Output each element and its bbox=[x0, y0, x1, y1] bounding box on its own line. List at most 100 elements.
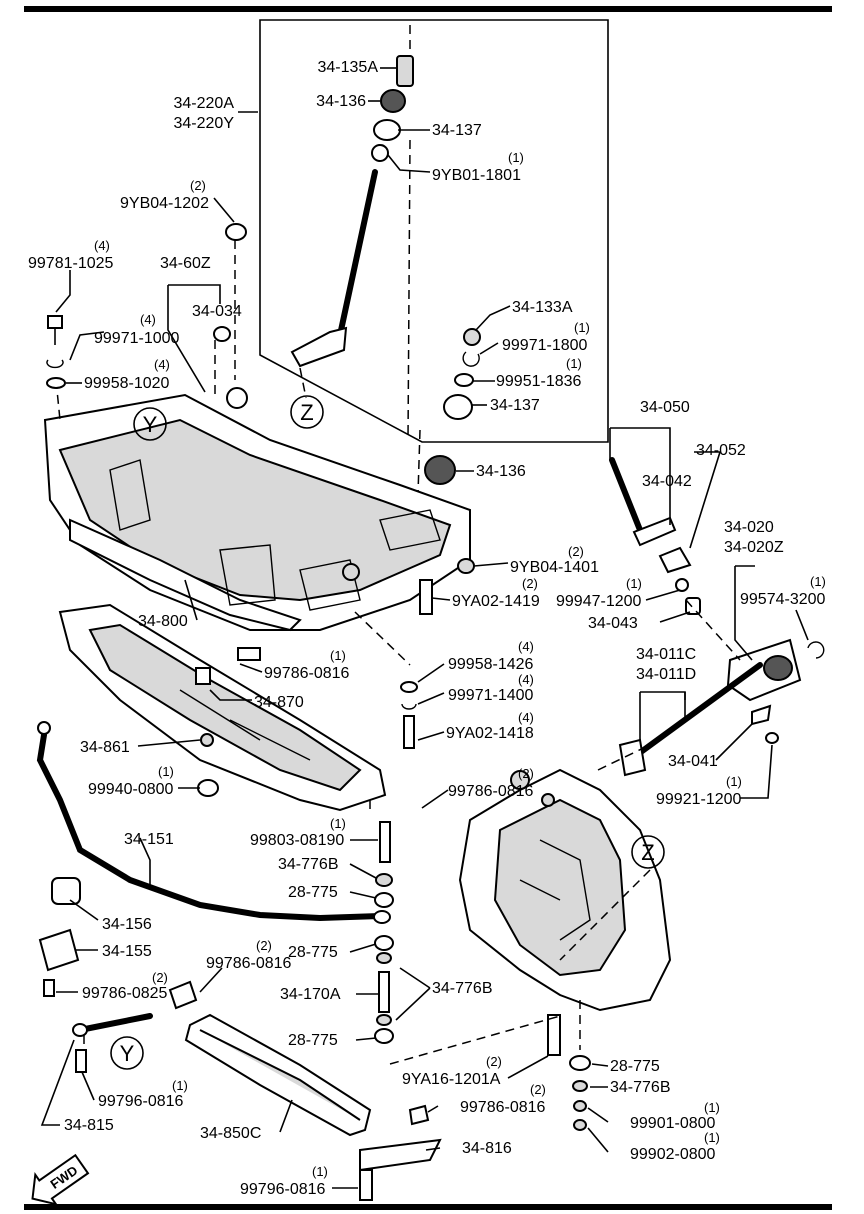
qty-99796-0816-a: (1) bbox=[172, 1078, 188, 1093]
qty-9YB04-1202: (2) bbox=[190, 178, 206, 193]
label-34-041: 34-041 bbox=[668, 753, 718, 770]
label-99786-0816-a: 99786-0816 bbox=[264, 665, 350, 682]
label-34-776B-c: 34-776B bbox=[610, 1079, 671, 1096]
label-99958-1426: 99958-1426 bbox=[448, 656, 534, 673]
label-34-776B-b: 34-776B bbox=[432, 980, 493, 997]
label-34-220Y: 34-220Y bbox=[174, 115, 235, 132]
label-34-133A: 34-133A bbox=[512, 299, 573, 316]
label-34-042: 34-042 bbox=[642, 473, 692, 490]
label-34-156: 34-156 bbox=[102, 916, 152, 933]
label-28-775-a: 28-775 bbox=[288, 884, 338, 901]
label-9YB04-1401: 9YB04-1401 bbox=[510, 559, 599, 576]
label-99947-1200: 99947-1200 bbox=[556, 593, 642, 610]
label-9YB04-1202: 9YB04-1202 bbox=[120, 195, 209, 212]
qty-99940-0800: (1) bbox=[158, 764, 174, 779]
label-99786-0816-c: 99786-0816 bbox=[206, 955, 292, 972]
qty-9YA02-1419: (2) bbox=[522, 576, 538, 591]
fwd-arrow-icon: FWD bbox=[31, 1153, 90, 1206]
label-34-137-top: 34-137 bbox=[432, 122, 482, 139]
qty-99803-08190: (1) bbox=[330, 816, 346, 831]
svg-text:Y: Y bbox=[120, 1041, 135, 1066]
label-99971-1400: 99971-1400 bbox=[448, 687, 534, 704]
qty-99971-1400: (4) bbox=[518, 672, 534, 687]
qty-99786-0816-d: (2) bbox=[530, 1082, 546, 1097]
label-9YA02-1418: 9YA02-1418 bbox=[446, 725, 534, 742]
callout-z-knuckle: Z bbox=[631, 835, 665, 869]
label-9YA16-1201A: 9YA16-1201A bbox=[402, 1071, 501, 1088]
qty-99947-1200: (1) bbox=[626, 576, 642, 591]
label-34-776B-a: 34-776B bbox=[278, 856, 339, 873]
label-34-60Z: 34-60Z bbox=[160, 255, 211, 272]
label-34-850C: 34-850C bbox=[200, 1125, 261, 1142]
label-99971-1800: 99971-1800 bbox=[502, 337, 588, 354]
label-99921-1200: 99921-1200 bbox=[656, 791, 742, 808]
label-99940-0800: 99940-0800 bbox=[88, 781, 174, 798]
label-99803-08190: 99803-08190 bbox=[250, 832, 344, 849]
qty-99786-0825: (2) bbox=[152, 970, 168, 985]
callout-y-bottom: Y bbox=[110, 1036, 144, 1070]
qty-99951-1836: (1) bbox=[566, 356, 582, 371]
guard-plate bbox=[184, 1013, 442, 1201]
label-99796-0816-b: 99796-0816 bbox=[240, 1181, 326, 1198]
part-labels: 34-135A 34-136 34-137 (1) 9YB01-1801 34-… bbox=[28, 59, 826, 1198]
qty-99796-0816-b: (1) bbox=[312, 1164, 328, 1179]
label-34-800: 34-800 bbox=[138, 613, 188, 630]
label-34-870: 34-870 bbox=[254, 694, 304, 711]
label-99786-0825: 99786-0825 bbox=[82, 985, 168, 1002]
label-34-050: 34-050 bbox=[640, 399, 690, 416]
label-99958-1020: 99958-1020 bbox=[84, 375, 170, 392]
qty-99902-0800: (1) bbox=[704, 1130, 720, 1145]
label-28-775-d: 28-775 bbox=[610, 1058, 660, 1075]
label-99951-1836: 99951-1836 bbox=[496, 373, 582, 390]
label-28-775-b: 28-775 bbox=[288, 944, 338, 961]
leader-lines bbox=[40, 67, 809, 1189]
label-34-011C: 34-011C bbox=[636, 646, 696, 663]
bottom-border bbox=[24, 1204, 832, 1210]
qty-99958-1426: (4) bbox=[518, 639, 534, 654]
label-28-775-c: 28-775 bbox=[288, 1032, 338, 1049]
steering-knuckle bbox=[458, 739, 672, 1012]
qty-99786-0816-a: (1) bbox=[330, 648, 346, 663]
label-34-136-top: 34-136 bbox=[316, 93, 366, 110]
skid-plate bbox=[58, 603, 387, 812]
label-34-052: 34-052 bbox=[696, 442, 746, 459]
svg-text:Z: Z bbox=[300, 400, 313, 425]
label-34-137-mid: 34-137 bbox=[490, 397, 540, 414]
qty-9YB01-1801: (1) bbox=[508, 150, 524, 165]
label-99781-1025: 99781-1025 bbox=[28, 255, 114, 272]
qty-99971-1800: (1) bbox=[574, 320, 590, 335]
label-34-020Z: 34-020Z bbox=[724, 539, 784, 556]
qty-99574-3200: (1) bbox=[810, 574, 826, 589]
label-99574-3200: 99574-3200 bbox=[740, 591, 826, 608]
idler-arm bbox=[609, 457, 825, 777]
label-99786-0816-d: 99786-0816 bbox=[460, 1099, 546, 1116]
qty-99786-0816-c: (2) bbox=[256, 938, 272, 953]
label-9YA02-1419: 9YA02-1419 bbox=[452, 593, 540, 610]
label-34-816: 34-816 bbox=[462, 1140, 512, 1157]
label-34-151: 34-151 bbox=[124, 831, 174, 848]
label-34-170A: 34-170A bbox=[280, 986, 341, 1003]
callout-z-top: Z bbox=[290, 395, 324, 429]
label-34-135A: 34-135A bbox=[318, 59, 379, 76]
qty-99958-1020: (4) bbox=[154, 357, 170, 372]
label-99796-0816-a: 99796-0816 bbox=[98, 1093, 184, 1110]
label-9YB01-1801: 9YB01-1801 bbox=[432, 167, 521, 184]
qty-9YA16-1201A: (2) bbox=[486, 1054, 502, 1069]
rod-assembly bbox=[290, 25, 481, 591]
label-99786-0816-b: 99786-0816 bbox=[448, 783, 534, 800]
label-34-011D: 34-011D bbox=[636, 666, 696, 683]
label-99971-1000: 99971-1000 bbox=[94, 330, 180, 347]
qty-99971-1000: (4) bbox=[140, 312, 156, 327]
qty-99786-0816-b: (2) bbox=[518, 766, 534, 781]
lower-right-fasteners bbox=[389, 1000, 591, 1131]
label-34-136-mid: 34-136 bbox=[476, 463, 526, 480]
crossmember bbox=[43, 240, 471, 666]
top-border bbox=[24, 6, 832, 12]
qty-9YB04-1401: (2) bbox=[568, 544, 584, 559]
label-34-043: 34-043 bbox=[588, 615, 638, 632]
label-34-861: 34-861 bbox=[80, 739, 130, 756]
label-34-034: 34-034 bbox=[192, 303, 242, 320]
label-99902-0800: 99902-0800 bbox=[630, 1146, 716, 1163]
qty-9YA02-1418: (4) bbox=[518, 710, 534, 725]
